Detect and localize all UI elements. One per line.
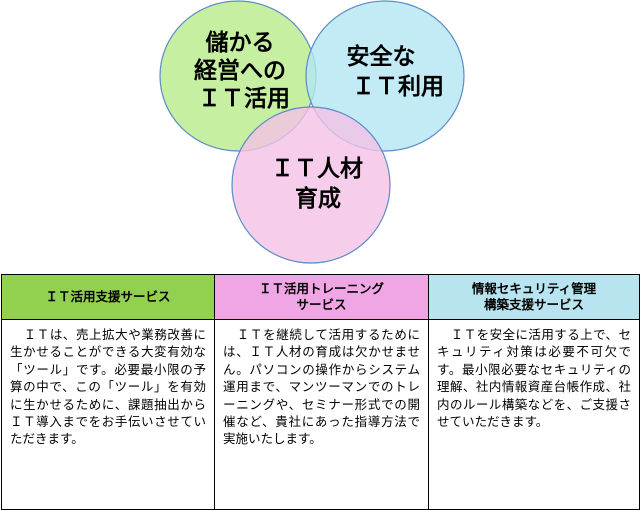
service-header-it-support: ＩＴ活用支援サービス xyxy=(1,274,215,320)
service-header-security: 情報セキュリティ管理 構築支援サービス xyxy=(428,274,640,320)
venn-label-security-line: ＩＴ利用 xyxy=(352,74,444,100)
service-body-it-support: ＩＴは、売上拡大や業務改善に生かせることができる大変有効な「ツール」です。必要最… xyxy=(1,319,215,510)
venn-label-talent-line: ＩＴ人材 xyxy=(271,156,363,182)
venn-label-profit-line: ＩＴ活用 xyxy=(198,86,290,112)
services-header-row: ＩＴ活用支援サービス ＩＴ活用トレーニング サービス 情報セキュリティ管理 構築… xyxy=(1,274,640,320)
venn-label-profit-line: 経営への xyxy=(194,57,286,84)
venn-diagram: 儲かる 経営への ＩＴ活用 安全な ＩＴ利用 ＩＴ人材 育成 xyxy=(159,0,465,264)
service-header-line: ＩＴ活用トレーニング xyxy=(258,281,384,296)
services-body-row: ＩＴは、売上拡大や業務改善に生かせることができる大変有効な「ツール」です。必要最… xyxy=(1,319,640,510)
service-body-security: ＩＴを安全に活用する上で、セキュリティ対策は必要不可欠です。最小限必要なセキュリ… xyxy=(428,319,640,510)
venn-circle-security xyxy=(305,0,465,152)
venn-label-profit-line: 儲かる xyxy=(205,30,274,56)
service-header-line: ＩＴ活用支援サービス xyxy=(45,289,171,304)
service-body-training: ＩＴを継続して活用するためには、ＩＴ人材の育成は欠かせません。パソコンの操作から… xyxy=(214,319,429,510)
services-table: ＩＴ活用支援サービス ＩＴ活用トレーニング サービス 情報セキュリティ管理 構築… xyxy=(1,274,640,510)
venn-label-talent-line: 育成 xyxy=(295,185,341,212)
venn-label-security: 安全な ＩＴ利用 xyxy=(346,43,444,100)
venn-label-talent: ＩＴ人材 育成 xyxy=(271,156,371,212)
service-header-line: 情報セキュリティ管理 xyxy=(471,281,597,296)
venn-circle-talent xyxy=(231,106,391,264)
service-header-line: 構築支援サービス xyxy=(483,297,584,312)
venn-label-security-line: 安全な xyxy=(346,43,415,70)
service-header-training: ＩＴ活用トレーニング サービス xyxy=(214,274,429,320)
service-header-line: サービス xyxy=(296,297,347,312)
venn-label-profit: 儲かる 経営への ＩＴ活用 xyxy=(194,30,294,112)
